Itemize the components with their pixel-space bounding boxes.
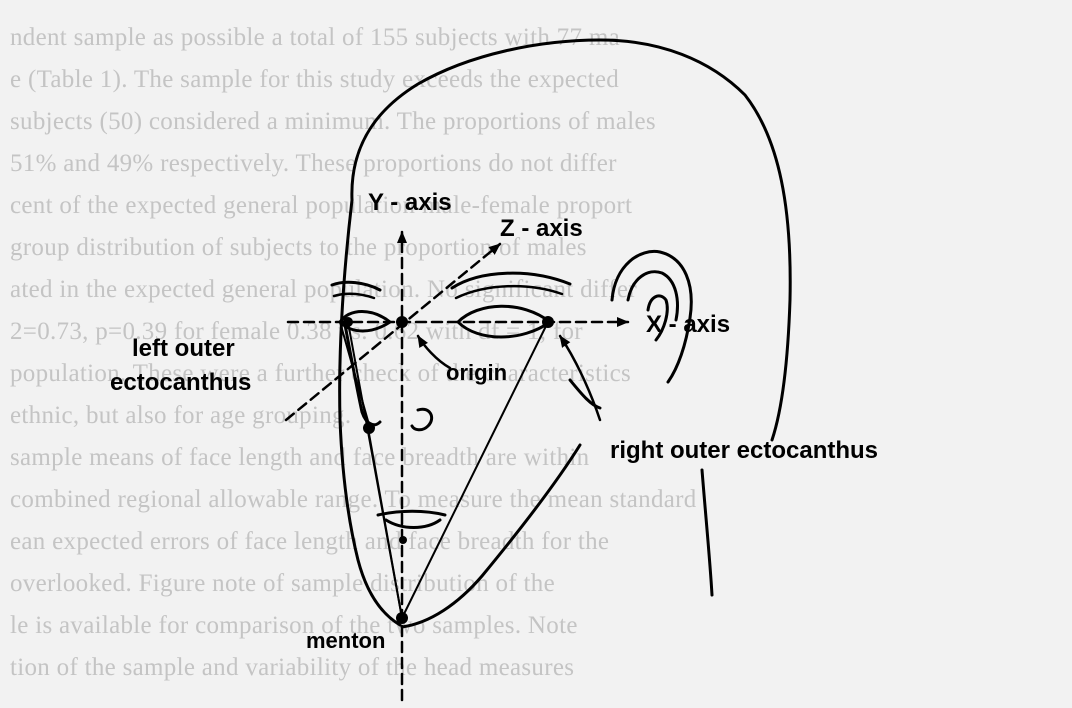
- left-eyebrow: [332, 282, 380, 290]
- neck-line: [702, 470, 712, 595]
- right-ectocanthus-point: [542, 316, 554, 328]
- menton-label: menton: [306, 628, 385, 653]
- line-eye-to-nose: [340, 322, 370, 428]
- left-outer-ectocanthus-label-line2: ectocanthus: [110, 369, 251, 396]
- line-nose-to-menton: [368, 428, 402, 618]
- mouth-point: [399, 536, 407, 544]
- nose-point: [363, 422, 375, 434]
- z-axis-line: [286, 244, 500, 420]
- x-axis-label: X - axis: [646, 311, 730, 338]
- right-ectocanthus-pointer: [560, 336, 600, 420]
- mouth: [378, 511, 445, 515]
- left-ectocanthus-point: [343, 317, 353, 327]
- nostril: [412, 409, 432, 430]
- origin-label: origin: [446, 360, 507, 385]
- left-eyebrow-lower: [334, 294, 374, 298]
- right-outer-ectocanthus-label: right outer ectocanthus: [610, 437, 878, 464]
- nose: [345, 325, 380, 425]
- lower-lip: [386, 520, 440, 528]
- z-axis-label: Z - axis: [500, 215, 583, 242]
- right-eyebrow-lower: [456, 286, 562, 298]
- menton-point: [396, 612, 408, 624]
- jaw-right-contour: [402, 445, 580, 627]
- left-outer-ectocanthus-label-line1: left outer: [132, 335, 235, 362]
- y-axis-label: Y - axis: [368, 189, 452, 216]
- origin-point: [396, 316, 408, 328]
